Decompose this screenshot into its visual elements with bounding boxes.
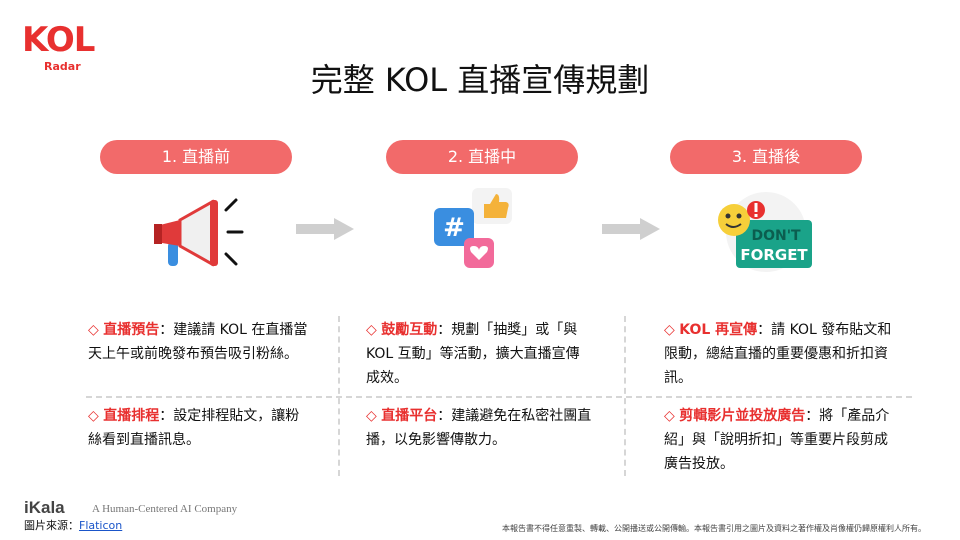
image-source: 圖片來源：Flaticon [24,517,122,533]
item-text: ：建議請 KOL 在直播當天上午或前晚發布預告吸引粉絲。 [88,322,308,362]
item-highlight: 直播平台 [381,408,438,424]
arrow-right-icon [296,218,354,240]
dont-text: DON'T [751,228,801,244]
ikala-logo: iKala [24,498,65,517]
ikala-tagline: A Human-Centered AI Company [92,503,238,515]
after-item-1: ◇ KOL 再宣傳：請 KOL 發布貼文和限動，總結直播的重要優惠和折扣資訊。 [664,318,892,390]
item-highlight: 剪輯影片並投放廣告 [679,408,806,424]
flaticon-link[interactable]: Flaticon [79,519,123,532]
item-marker: ◇ [664,322,675,338]
after-item-2: ◇ 剪輯影片並投放廣告：將「產品介紹」與「說明折扣」等重要片段剪成廣告投放。 [664,404,892,476]
before-item-2: ◇ 直播排程：設定排程貼文，讓粉絲看到直播訊息。 [88,404,310,452]
item-text: ：建議避免在私密社團直播，以免影響傳散力。 [366,408,592,448]
step-pill-before: 1. 直播前 [100,140,292,174]
item-highlight: KOL 再宣傳 [679,322,758,338]
image-source-label: 圖片來源： [24,519,79,532]
dont-forget-icon: DON'T FORGET [712,190,816,274]
megaphone-icon [150,196,246,276]
item-highlight: 直播排程 [103,408,160,424]
item-text: ：設定排程貼文，讓粉絲看到直播訊息。 [88,408,300,448]
item-marker: ◇ [664,408,675,424]
item-marker: ◇ [88,322,99,338]
item-highlight: 鼓勵互動 [381,322,438,338]
during-item-2: ◇ 直播平台：建議避免在私密社團直播，以免影響傳散力。 [366,404,592,452]
item-text: ：將「產品介紹」與「說明折扣」等重要片段剪成廣告投放。 [664,408,890,472]
svg-text:#: # [443,213,465,243]
item-marker: ◇ [88,408,99,424]
during-item-1: ◇ 鼓勵互動：規劃「抽獎」或「與KOL 互動」等活動，擴大直播宣傳成效。 [366,318,592,390]
social-media-icon: # [430,186,520,274]
logo-main: KOL [22,20,95,60]
row-divider [86,396,912,398]
item-marker: ◇ [366,322,377,338]
copyright-disclaimer: 本報告書不得任意重製、轉載、公開播送或公開傳輸。本報告書引用之圖片及資料之著作權… [502,524,926,533]
item-text: ：請 KOL 發布貼文和限動，總結直播的重要優惠和折扣資訊。 [664,322,892,386]
item-highlight: 直播預告 [103,322,160,338]
item-marker: ◇ [366,408,377,424]
kol-radar-logo: KOL Radar [22,20,102,73]
forget-text: FORGET [740,246,808,264]
step-pill-during: 2. 直播中 [386,140,578,174]
before-item-1: ◇ 直播預告：建議請 KOL 在直播當天上午或前晚發布預告吸引粉絲。 [88,318,310,366]
arrow-right-icon-2 [602,218,660,240]
step-pill-after: 3. 直播後 [670,140,862,174]
page-title: 完整 KOL 直播宣傳規劃 [310,61,650,99]
item-text: ：規劃「抽獎」或「與KOL 互動」等活動，擴大直播宣傳成效。 [366,322,580,386]
logo-sub: Radar [44,60,81,73]
